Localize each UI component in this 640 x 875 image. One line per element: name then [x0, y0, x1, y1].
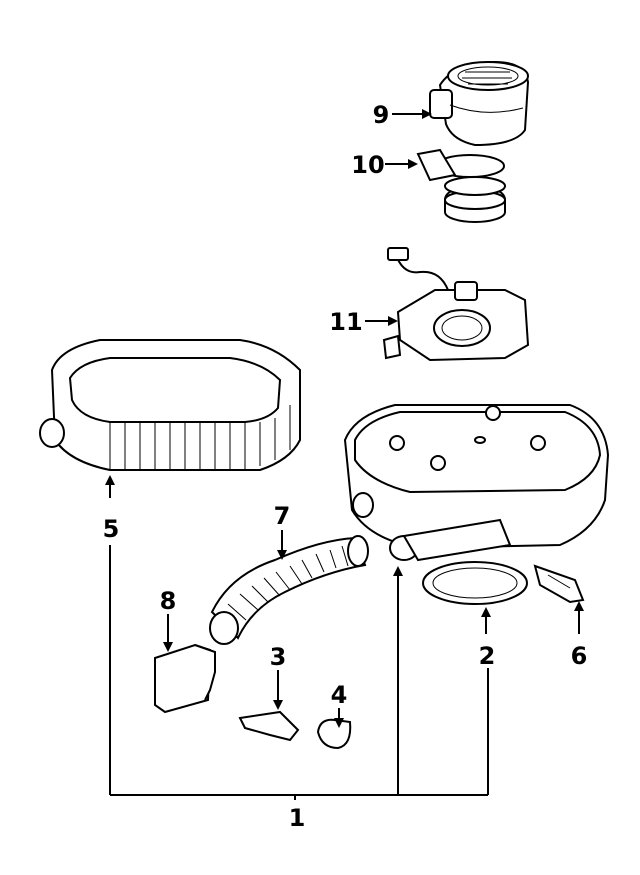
callout-labels: 1 2 3 4 5 6 7 8 9 10 11 [103, 101, 588, 832]
callout-1: 1 [289, 804, 306, 832]
part-8-control-module [154, 643, 216, 714]
part-10-intake-boot [416, 148, 506, 223]
callout-3: 3 [270, 643, 287, 671]
part-7-intake-hose [209, 535, 369, 645]
part-4-clamp [316, 718, 352, 750]
callout-2: 2 [479, 642, 496, 670]
callout-9: 9 [373, 101, 390, 129]
callout-10: 10 [351, 151, 384, 179]
air-cleaner-housing [343, 404, 610, 562]
part-9-air-flow-meter [429, 60, 530, 147]
callout-7: 7 [274, 502, 291, 530]
part-5-air-filter [39, 339, 301, 471]
callout-5: 5 [103, 515, 120, 543]
callout-4: 4 [331, 681, 348, 709]
leader-lines [105, 109, 584, 800]
part-6-sensor [533, 564, 585, 604]
callout-6: 6 [571, 642, 588, 670]
callout-11: 11 [329, 308, 362, 336]
part-3-bracket [238, 710, 300, 742]
callout-8: 8 [160, 587, 177, 615]
part-2-gasket [422, 561, 528, 605]
part-11-throttle-body [382, 247, 530, 362]
